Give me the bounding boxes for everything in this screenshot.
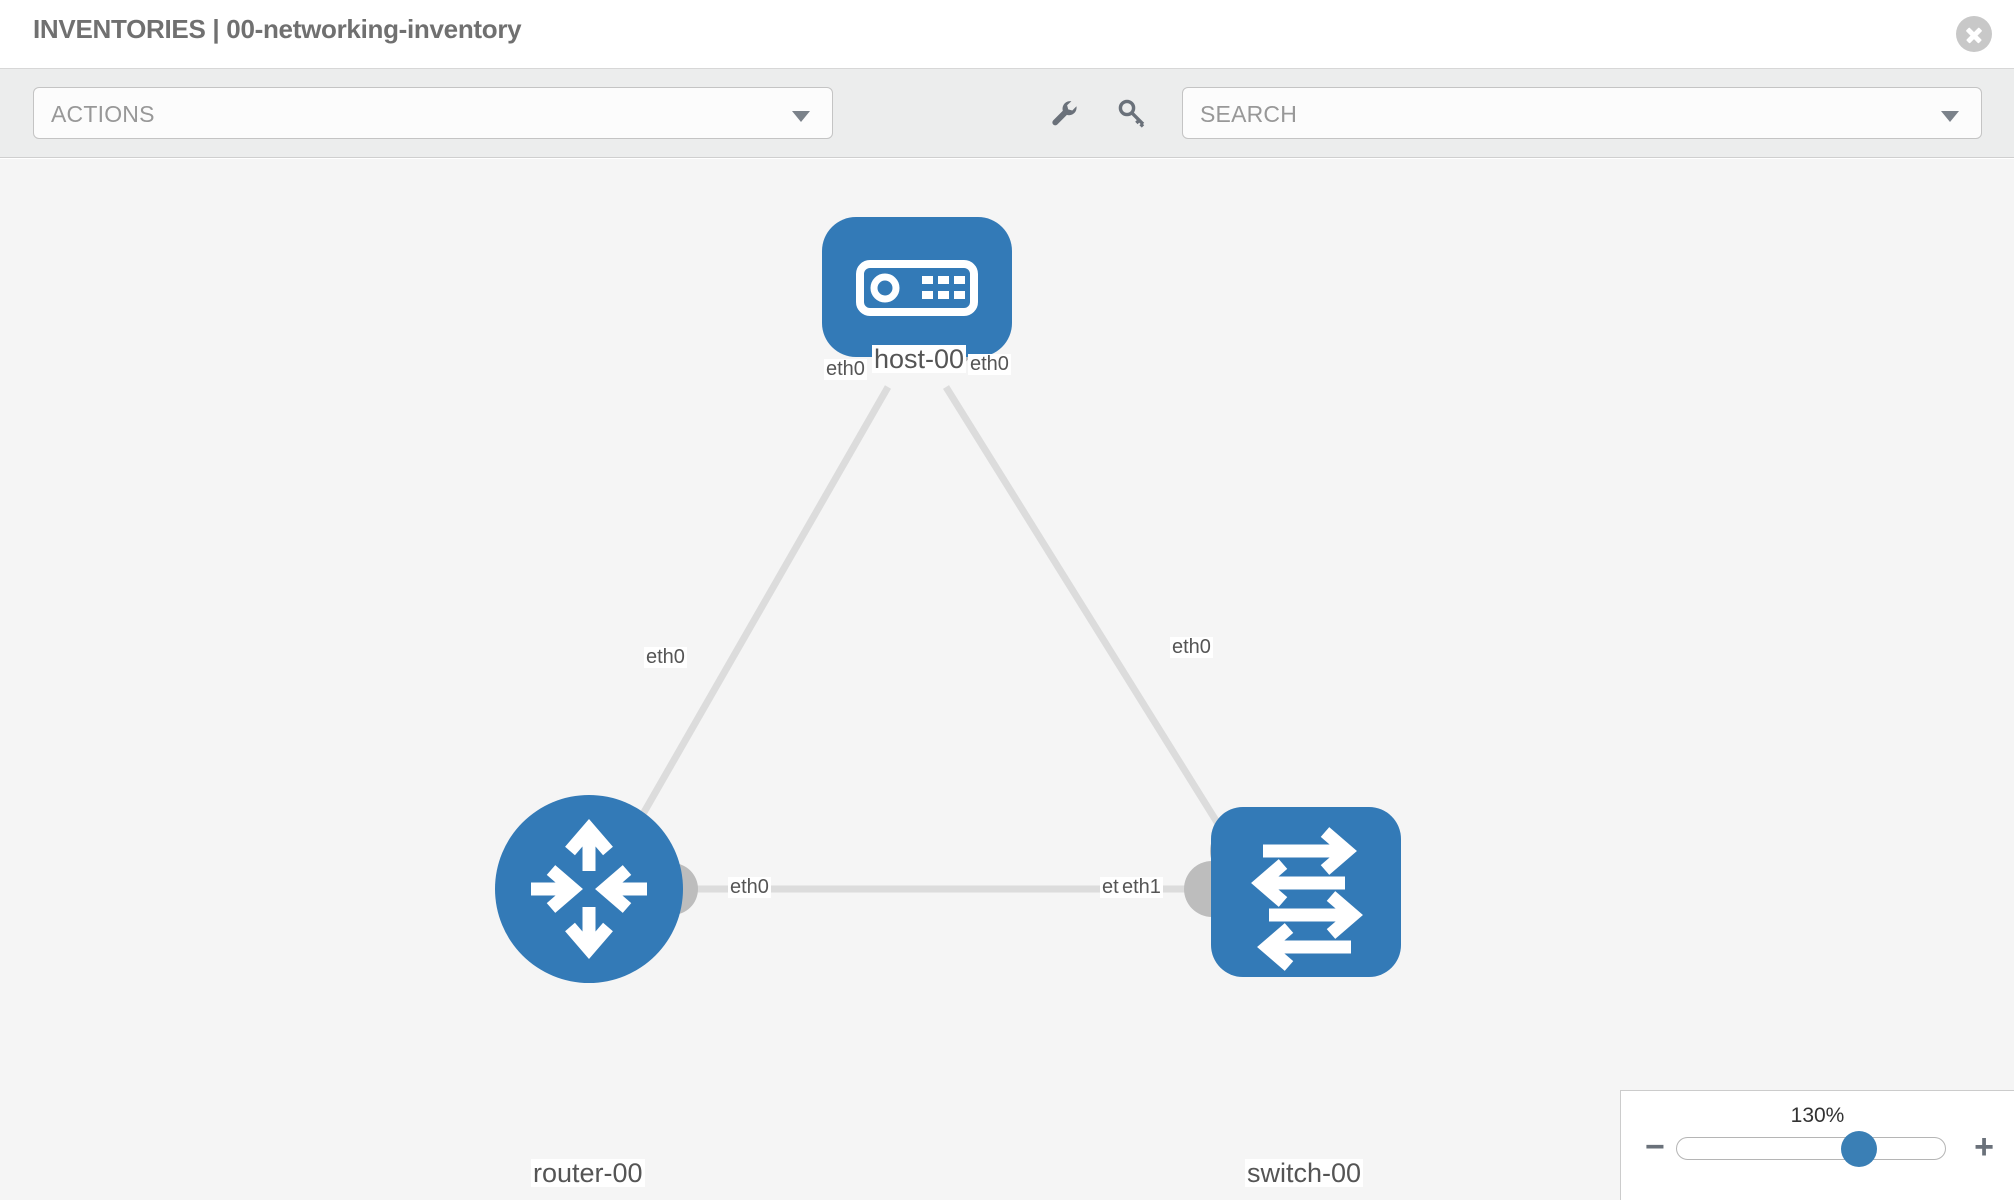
- edge-label-switch-up: eth0: [1170, 636, 1213, 658]
- chevron-down-icon: [792, 111, 810, 122]
- search-placeholder: SEARCH: [1200, 101, 1298, 127]
- actions-dropdown-label: ACTIONS: [51, 101, 155, 127]
- topology-canvas[interactable]: host-00 router-00 switch-00 eth0 eth0 et…: [0, 159, 2014, 1200]
- edge-label-host-left: eth0: [824, 358, 867, 380]
- close-icon[interactable]: [1956, 16, 1992, 52]
- edge-host-switch[interactable]: [943, 385, 1246, 866]
- zoom-slider-thumb[interactable]: [1841, 1131, 1878, 1167]
- wrench-icon[interactable]: [1046, 95, 1082, 131]
- edge-label-host-right: eth0: [968, 353, 1011, 375]
- node-label-host: host-00: [872, 344, 967, 374]
- actions-dropdown[interactable]: ACTIONS: [33, 87, 833, 139]
- zoom-out-button[interactable]: −: [1645, 1128, 1665, 1166]
- node-label-router: router-00: [531, 1158, 645, 1188]
- search-input[interactable]: SEARCH: [1182, 87, 1982, 139]
- node-label-switch: switch-00: [1245, 1158, 1364, 1188]
- page-title: INVENTORIES | 00-networking-inventory: [33, 14, 522, 44]
- server-icon: [856, 260, 978, 316]
- topology-edges: [604, 385, 1246, 893]
- edge-label-switch-left-b: eth1: [1120, 876, 1163, 898]
- zoom-control-panel: 130% − +: [1620, 1090, 2014, 1200]
- router-arrows-icon: [531, 819, 647, 959]
- page-header: INVENTORIES | 00-networking-inventory: [0, 0, 2014, 69]
- edge-label-router-right: eth0: [728, 876, 771, 898]
- edge-host-router[interactable]: [604, 385, 892, 877]
- topology-svg: [495, 217, 1401, 983]
- zoom-in-button[interactable]: +: [1974, 1128, 1994, 1166]
- switch-arrows-icon: [1251, 827, 1363, 971]
- toolbar: ACTIONS SEARCH: [0, 69, 2014, 158]
- node-switch-00[interactable]: [1211, 807, 1401, 977]
- edge-label-router-up: eth0: [644, 646, 687, 668]
- node-host-00[interactable]: [822, 217, 1012, 357]
- zoom-level-label: 130%: [1790, 1104, 1845, 1127]
- chevron-down-icon: [1941, 111, 1959, 122]
- node-router-00[interactable]: [495, 795, 683, 983]
- key-icon[interactable]: [1114, 95, 1150, 131]
- zoom-slider-track[interactable]: [1676, 1131, 1946, 1167]
